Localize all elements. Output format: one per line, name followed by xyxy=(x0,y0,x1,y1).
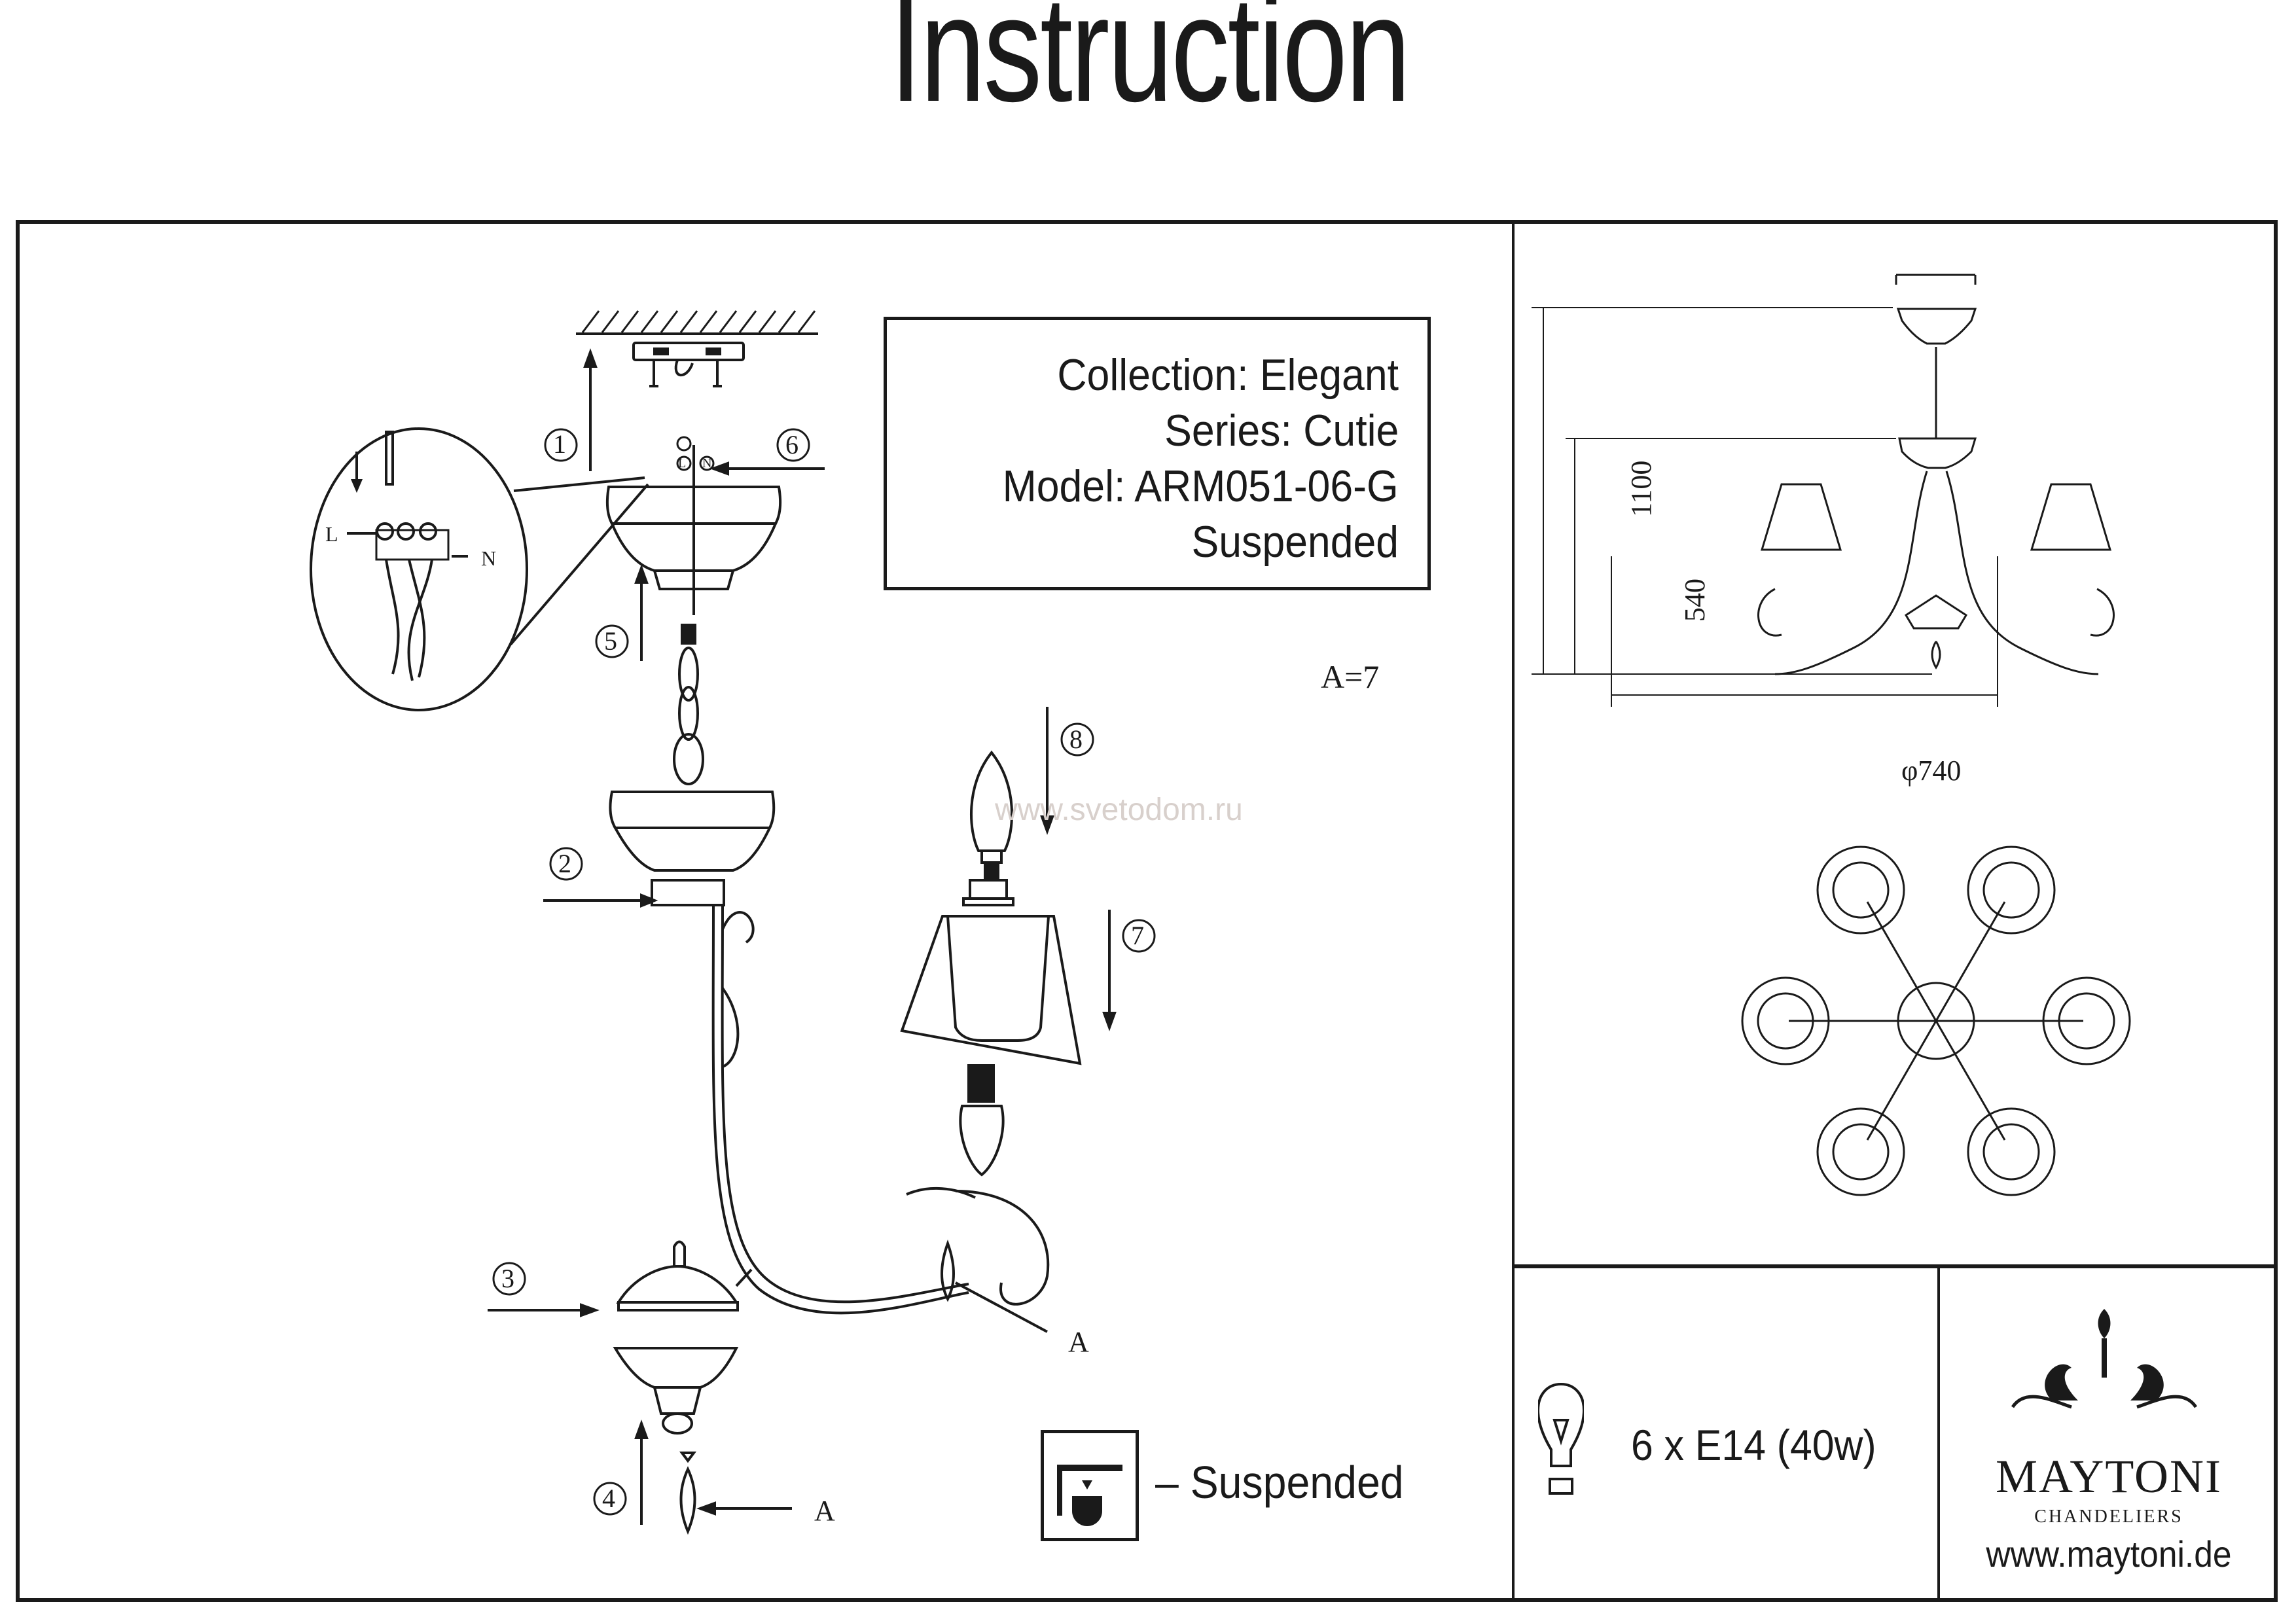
step-4-label: 4 xyxy=(602,1484,615,1513)
frame-divider-logo xyxy=(1937,1266,1940,1602)
inset-neutral-label: N xyxy=(481,546,497,570)
product-info-box: Collection: Elegant Series: Cutie Model:… xyxy=(884,317,1431,590)
crystal-drop-bottom xyxy=(679,1452,696,1535)
top-view-icon xyxy=(1741,846,2131,1196)
candle-bulb-icon xyxy=(970,750,1013,880)
wire-neutral-label: N xyxy=(702,456,712,471)
suspended-mount-icon xyxy=(1041,1430,1139,1541)
crystal-drop xyxy=(941,1240,1048,1333)
step-6-label: 6 xyxy=(785,430,798,459)
mount-type-label: Suspended xyxy=(1191,517,1399,567)
part-marker-arm: A xyxy=(1068,1326,1089,1358)
step-3-label: 3 xyxy=(501,1264,514,1293)
frame-divider-horizontal xyxy=(1513,1264,2278,1268)
lamp-spec: 6 x E14 (40w) xyxy=(1631,1421,1876,1469)
watermark: www.svetodom.ru xyxy=(995,793,1243,827)
inset-live-label: L xyxy=(325,522,338,546)
suspended-legend-label: – Suspended xyxy=(1155,1457,1404,1508)
step-2-label: 2 xyxy=(558,849,571,878)
brand-name: MAYTONI xyxy=(1995,1450,2223,1503)
step-4-badge xyxy=(593,1482,627,1516)
step-3-badge xyxy=(492,1262,526,1296)
dimension-drawing xyxy=(1532,274,2131,1196)
body-height-dimension: 540 xyxy=(1679,579,1711,622)
step-7-badge xyxy=(1122,919,1156,953)
brand-tagline: CHANDELIERS xyxy=(2034,1507,2183,1527)
collection-label: Collection: Elegant xyxy=(1057,350,1399,400)
step-8-label: 8 xyxy=(1069,724,1083,754)
chain-icon xyxy=(673,624,704,785)
lamp-arm xyxy=(711,906,1050,1315)
step-8-badge xyxy=(1060,722,1094,757)
ceiling-icon xyxy=(576,310,818,335)
model-label: Model: ARM051-06-G xyxy=(1002,461,1399,511)
bulb-icon xyxy=(1538,1382,1584,1495)
bottom-finial xyxy=(613,1347,739,1435)
page-title: Instruction xyxy=(889,0,1410,133)
step-1-arrowhead xyxy=(583,348,598,368)
step-5-badge xyxy=(595,624,629,658)
part-marker-bottom: A xyxy=(814,1495,835,1527)
frame-divider-vertical xyxy=(1512,220,1515,1602)
brand-url[interactable]: www.maytoni.de xyxy=(1986,1533,2232,1575)
assembly-diagram xyxy=(310,310,1156,1535)
mounting-bracket-icon xyxy=(632,342,745,387)
step-7-label: 7 xyxy=(1131,921,1144,950)
lamp-shade xyxy=(900,879,1082,1065)
step-6-badge xyxy=(776,428,810,462)
wire-live-label: L xyxy=(678,456,687,471)
wiring-inset xyxy=(310,427,649,711)
series-label: Series: Cutie xyxy=(1164,406,1399,455)
canopy-top xyxy=(605,436,782,615)
step-5-label: 5 xyxy=(604,626,617,656)
maytoni-logo-icon xyxy=(2011,1309,2198,1409)
step-1-badge xyxy=(544,428,578,462)
bottom-cap xyxy=(616,1240,753,1311)
diameter-dimension: φ740 xyxy=(1901,755,1962,787)
total-height-dimension: 1100 xyxy=(1625,460,1657,517)
body-canopy xyxy=(609,791,776,906)
candle-cup xyxy=(959,1064,1005,1177)
step-2-badge xyxy=(549,847,583,881)
drawing-frame xyxy=(16,220,2278,1602)
step-1-label: 1 xyxy=(553,429,566,459)
part-count-label: A=7 xyxy=(1321,658,1380,695)
